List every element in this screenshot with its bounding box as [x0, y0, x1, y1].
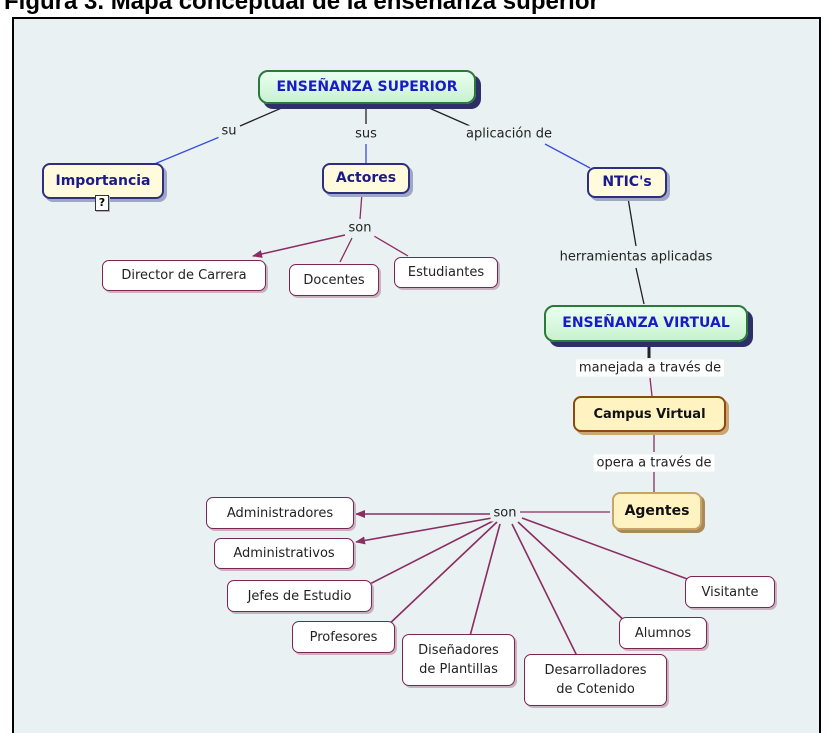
connector-son-director [252, 234, 346, 258]
connector-herramientas-virtual [635, 267, 645, 305]
node-alumnos[interactable]: Alumnos [619, 617, 707, 649]
link-label-son-agentes: son [490, 504, 520, 522]
figure-caption: Figura 3. Mapa conceptual de la enseñanz… [4, 0, 599, 15]
node-director-de-carrera[interactable]: Director de Carrera [102, 260, 266, 291]
node-jefes-de-estudio[interactable]: Jefes de Estudio [227, 580, 372, 612]
link-label-opera: opera a través de [593, 454, 715, 472]
node-visitante[interactable]: Visitante [685, 576, 775, 608]
node-docentes[interactable]: Docentes [289, 264, 379, 296]
connector-son-administrativos [355, 517, 493, 545]
question-document-icon[interactable]: ? [95, 195, 109, 211]
link-label-manejada: manejada a través de [575, 359, 725, 377]
node-actores[interactable]: Actores [322, 163, 410, 194]
node-ensenanza-virtual[interactable]: ENSEÑANZA VIRTUAL [544, 305, 748, 342]
node-desarrolladores-de-cotenido[interactable]: Desarrolladores de Cotenido [524, 654, 667, 706]
connector-son-alumnos [517, 521, 629, 625]
connector-son-visitante [521, 517, 691, 581]
connector-son-profesores [384, 521, 498, 629]
node-importancia[interactable]: Importancia [42, 163, 164, 199]
node-administrativos[interactable]: Administrativos [214, 538, 354, 569]
connector-son-desarrolladores [511, 523, 579, 659]
connector-su-importancia [151, 135, 223, 166]
connector-root-su [239, 99, 301, 127]
connector-root-aplicacion [419, 103, 471, 127]
node-disenadores-line2: de Plantillas [419, 662, 498, 677]
node-estudiantes[interactable]: Estudiantes [394, 257, 498, 288]
node-administradores[interactable]: Administradores [206, 497, 354, 529]
connector-manejada-campus [649, 377, 653, 397]
connector-son-jefes [361, 519, 496, 589]
connector-son-estudiantes [373, 235, 409, 257]
node-disenadores-line1: Diseñadores [418, 643, 499, 658]
connector-son-docentes [339, 237, 353, 263]
connector-ntics-herramientas [627, 197, 637, 247]
node-ntics[interactable]: NTIC's [587, 167, 667, 198]
figure-caption-strip: Figura 3. Mapa conceptual de la enseñanz… [0, 0, 833, 20]
node-desarrolladores-line1: Desarrolladores [544, 663, 647, 678]
node-campus-virtual[interactable]: Campus Virtual [573, 396, 726, 432]
connector-actores-son [359, 192, 363, 220]
link-label-son-actores: son [345, 219, 375, 237]
link-label-herramientas: herramientas aplicadas [556, 248, 716, 266]
connector-aplicacion-ntics [544, 143, 591, 169]
link-label-aplicacion: aplicación de [463, 125, 555, 143]
link-label-sus: sus [352, 125, 380, 143]
node-disenadores-de-plantillas[interactable]: Diseñadores de Plantillas [402, 634, 515, 686]
node-profesores[interactable]: Profesores [292, 621, 395, 653]
node-desarrolladores-line2: de Cotenido [556, 682, 635, 697]
node-agentes[interactable]: Agentes [612, 492, 702, 530]
link-label-su: su [218, 122, 240, 140]
node-ensenanza-superior[interactable]: ENSEÑANZA SUPERIOR [258, 70, 476, 104]
connector-son-disenadores [469, 523, 501, 637]
